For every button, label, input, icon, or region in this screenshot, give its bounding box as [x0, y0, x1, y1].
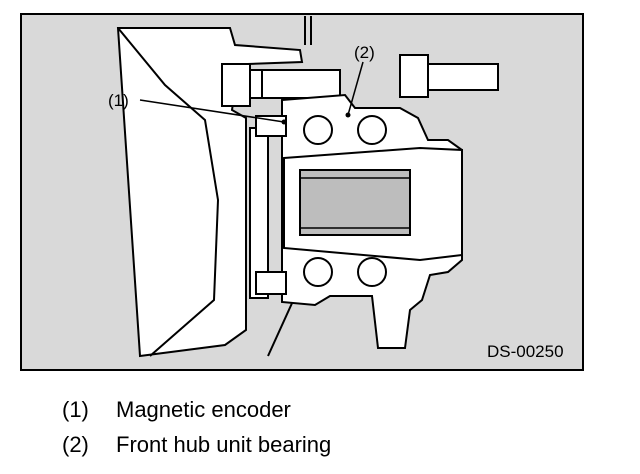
knuckle-inner-edge [117, 27, 220, 357]
legend-item: (2) Front hub unit bearing [62, 432, 331, 458]
figure-id: DS-00250 [487, 342, 564, 361]
legend-number: (1) [62, 397, 89, 422]
bearing-ball [357, 115, 387, 145]
wheel-stud-nut [399, 54, 429, 98]
callout-1-leader [139, 99, 285, 123]
callout-2-dot [345, 112, 351, 118]
legend-text: Front hub unit bearing [116, 432, 332, 457]
bearing-ball [303, 115, 333, 145]
hub-bore [299, 169, 411, 236]
bearing-ball [357, 257, 387, 287]
wheel-stud-shank [427, 63, 499, 91]
knuckle-bolt-head [221, 63, 251, 107]
legend-number: (2) [62, 432, 89, 457]
callout-2-leader [347, 61, 364, 116]
callout-1-dot [281, 119, 287, 125]
callout-1-label: (1) [108, 91, 129, 110]
encoder-ring-bottom [255, 271, 287, 295]
bearing-ball [303, 257, 333, 287]
callout-2-label: (2) [354, 43, 375, 62]
legend-item: (1) Magnetic encoder [62, 397, 291, 423]
knuckle-bolt-shank [249, 69, 341, 99]
sensor-cable [304, 16, 312, 45]
legend-text: Magnetic encoder [116, 397, 291, 422]
